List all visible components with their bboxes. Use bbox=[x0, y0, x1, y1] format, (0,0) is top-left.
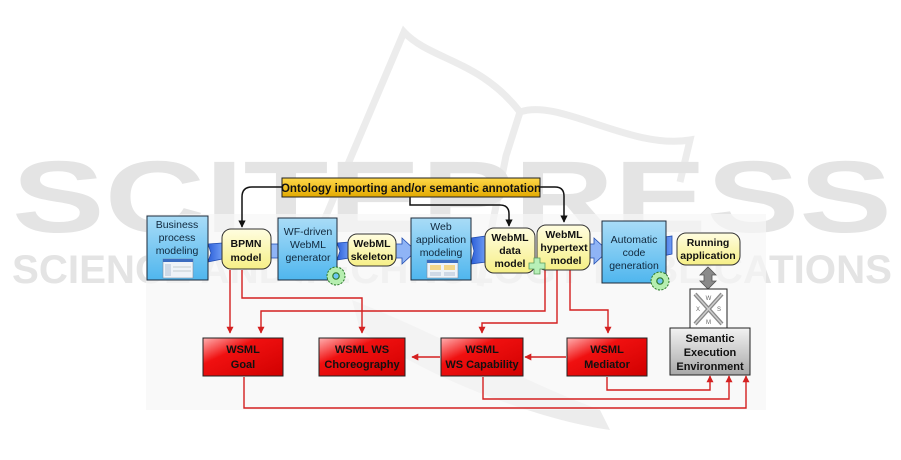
artifact-hypertext-line3: model bbox=[551, 255, 582, 267]
artifact-running-line1: Running bbox=[687, 237, 730, 249]
process-codegen-line1: Automatic bbox=[611, 234, 658, 246]
wsmx-logo: W S M X bbox=[689, 288, 728, 330]
artifact-running-application: Running application bbox=[676, 232, 741, 266]
wsmx-letter-s: S bbox=[717, 307, 721, 313]
artifact-datamodel-line3: model bbox=[495, 258, 526, 270]
connector-goal-to-see bbox=[243, 375, 750, 409]
semantic-execution-environment: Semantic Execution Environment bbox=[669, 327, 751, 376]
artifact-running-line2: application bbox=[680, 250, 735, 262]
wsml-capability-line1: WSML bbox=[465, 344, 499, 356]
see-line2: Execution bbox=[684, 347, 737, 359]
ontology-banner: Ontology importing and/or semantic annot… bbox=[281, 177, 541, 198]
wsml-box-goal: WSML Goal bbox=[202, 337, 284, 377]
connector-hypertext-to-goal bbox=[257, 268, 546, 334]
artifact-webml-hypertext-model: WebML hypertext model bbox=[536, 224, 591, 271]
wsml-box-capability: WSML WS Capability bbox=[440, 337, 524, 377]
wsml-connectors bbox=[226, 268, 750, 409]
connector-capability-to-see bbox=[482, 375, 733, 400]
process-wfgen-line1: WF-driven bbox=[284, 226, 333, 238]
artifact-skeleton-line2: skeleton bbox=[351, 251, 394, 263]
see-line1: Semantic bbox=[686, 333, 735, 345]
connector-banner-to-datamodel bbox=[409, 197, 513, 227]
artifact-bpmn-line1: BPMN bbox=[231, 238, 262, 250]
connector-hypertext-to-mediator bbox=[569, 268, 612, 334]
wsml-box-choreography: WSML WS Choreography bbox=[318, 337, 406, 377]
process-bpm-line2: process bbox=[159, 232, 196, 244]
artifact-datamodel-line2: data bbox=[499, 245, 521, 257]
process-bpm-line1: Business bbox=[156, 219, 199, 231]
wsmx-letter-w: W bbox=[706, 296, 712, 302]
process-codegen-line3: generation bbox=[609, 260, 659, 272]
flow-arrow-webapp-to-datamodel bbox=[470, 235, 487, 265]
ontology-connectors bbox=[238, 186, 568, 228]
process-box-webapp: Web application modeling bbox=[410, 217, 472, 281]
screenshot-thumbnail-icon bbox=[426, 259, 459, 279]
process-box-codegen: Automatic code generation bbox=[601, 220, 667, 284]
connector-banner-to-hypertext bbox=[540, 186, 568, 223]
wsml-choreo-line1: WSML WS bbox=[335, 344, 389, 356]
process-wfgen-line3: generator bbox=[286, 252, 331, 264]
artifact-hypertext-line2: hypertext bbox=[540, 242, 588, 254]
banner-label: Ontology importing and/or semantic annot… bbox=[281, 183, 541, 195]
gear-icon bbox=[326, 266, 346, 286]
flow-arrow-wfgen-to-skeleton bbox=[336, 241, 350, 261]
plus-icon bbox=[528, 257, 546, 275]
artifact-bpmn-model: BPMN model bbox=[221, 228, 272, 270]
process-webapp-line2: application bbox=[416, 234, 466, 246]
flow-arrows bbox=[207, 235, 673, 265]
gear-icon bbox=[650, 271, 670, 291]
wsml-capability-line2: WS Capability bbox=[445, 359, 519, 371]
process-box-bpm: Business process modeling bbox=[146, 215, 209, 281]
wsml-mediator-line2: Mediator bbox=[584, 359, 631, 371]
process-webapp-line3: modeling bbox=[420, 247, 463, 259]
connector-hypertext-to-capability bbox=[478, 268, 558, 334]
flow-arrow-bpm-to-bpmn bbox=[207, 242, 223, 263]
process-bpm-line3: modeling bbox=[156, 245, 199, 257]
process-wfgen-line2: WebML bbox=[290, 239, 326, 251]
wsmx-letter-x: X bbox=[696, 307, 700, 313]
connector-bpmn-to-choreography bbox=[241, 270, 366, 334]
connector-mediator-to-see bbox=[606, 375, 714, 391]
artifact-webml-skeleton: WebML skeleton bbox=[347, 233, 397, 267]
wsmx-letter-m: M bbox=[706, 320, 711, 326]
wsml-mediator-line1: WSML bbox=[590, 344, 624, 356]
artifact-skeleton-line1: WebML bbox=[353, 238, 391, 250]
see-line3: Environment bbox=[676, 361, 744, 373]
wsml-box-mediator: WSML Mediator bbox=[566, 337, 648, 377]
artifact-webml-data-model: WebML data model bbox=[484, 227, 536, 274]
artifact-datamodel-line1: WebML bbox=[491, 232, 529, 244]
watermark-logo-shape bbox=[294, 25, 695, 287]
artifact-hypertext-line1: WebML bbox=[545, 229, 583, 241]
process-codegen-line2: code bbox=[623, 247, 646, 259]
process-box-wfgen: WF-driven WebML generator bbox=[277, 217, 338, 281]
wsml-goal-line2: Goal bbox=[231, 359, 255, 371]
wsml-goal-line1: WSML bbox=[226, 344, 260, 356]
process-webapp-line1: Web bbox=[430, 221, 452, 233]
artifact-bpmn-line2: model bbox=[231, 252, 262, 264]
screenshot-thumbnail-icon bbox=[162, 258, 194, 279]
wsml-choreo-line2: Choreography bbox=[324, 359, 400, 371]
connector-banner-to-bpmn bbox=[238, 186, 282, 228]
